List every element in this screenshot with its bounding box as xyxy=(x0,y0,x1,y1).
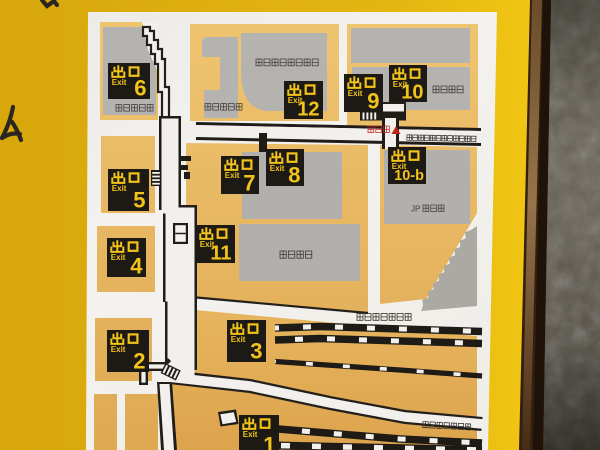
svg-text:12: 12 xyxy=(297,99,319,121)
svg-text:Exit: Exit xyxy=(243,430,258,439)
svg-text:10-b: 10-b xyxy=(394,168,424,184)
svg-text:6: 6 xyxy=(134,76,146,101)
svg-text:5: 5 xyxy=(133,188,145,213)
svg-text:Exit: Exit xyxy=(225,171,240,180)
svg-text:Exit: Exit xyxy=(393,80,408,89)
svg-text:Exit: Exit xyxy=(111,253,126,262)
svg-text:Exit: Exit xyxy=(392,162,407,171)
svg-text:Exit: Exit xyxy=(111,345,126,354)
svg-text:Exit: Exit xyxy=(231,335,246,344)
svg-text:9: 9 xyxy=(367,89,379,114)
svg-text:4: 4 xyxy=(130,254,143,279)
svg-text:Exit: Exit xyxy=(112,184,127,193)
svg-text:2: 2 xyxy=(133,349,145,374)
svg-text:Exit: Exit xyxy=(270,164,285,173)
svg-text:Exit: Exit xyxy=(200,240,215,249)
svg-text:1: 1 xyxy=(263,433,275,450)
svg-text:Exit: Exit xyxy=(348,89,363,98)
svg-text:3: 3 xyxy=(250,339,262,364)
svg-text:Exit: Exit xyxy=(112,78,127,87)
svg-text:JP: JP xyxy=(411,205,420,214)
svg-text:10: 10 xyxy=(401,82,423,104)
svg-text:11: 11 xyxy=(210,243,231,265)
svg-text:7: 7 xyxy=(243,171,255,196)
svg-text:8: 8 xyxy=(288,163,300,188)
svg-text:Exit: Exit xyxy=(288,96,303,105)
